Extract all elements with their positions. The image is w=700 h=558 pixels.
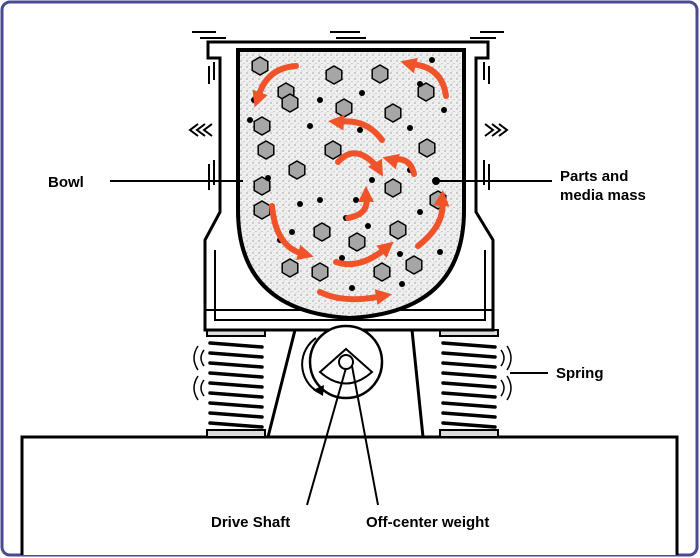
flow-arrowhead bbox=[252, 89, 268, 108]
part-hexagon bbox=[373, 262, 391, 282]
leader-lines bbox=[110, 177, 552, 506]
media-dot bbox=[437, 249, 443, 255]
flow-arrowhead bbox=[374, 289, 392, 305]
spring-label: Spring bbox=[556, 365, 604, 382]
media-dot bbox=[397, 251, 403, 257]
part-hexagon bbox=[313, 222, 331, 242]
left-spring bbox=[206, 329, 266, 438]
spring-vibration-marks bbox=[193, 345, 512, 401]
media-dot bbox=[417, 81, 423, 87]
flow-arrowhead bbox=[382, 153, 400, 170]
flow-arrowhead bbox=[328, 114, 345, 131]
media-dot bbox=[365, 223, 371, 229]
base-platform bbox=[20, 435, 679, 555]
flow-arrow bbox=[317, 289, 385, 303]
drive-shaft-leader bbox=[306, 367, 347, 506]
part-hexagon bbox=[281, 93, 299, 113]
part-hexagon bbox=[253, 116, 271, 136]
bowl-label: Bowl bbox=[48, 174, 84, 191]
drive-mechanism bbox=[301, 324, 384, 400]
flow-arrowhead bbox=[368, 158, 383, 177]
part-hexagon bbox=[348, 232, 366, 252]
drive-shaft-label: Drive Shaft bbox=[211, 514, 290, 531]
part-hexagon bbox=[405, 255, 423, 275]
flow-arrowhead bbox=[296, 244, 314, 261]
weight-leader bbox=[351, 365, 379, 506]
part-hexagon bbox=[384, 103, 402, 123]
media-dot bbox=[265, 175, 271, 181]
part-hexagon bbox=[251, 56, 269, 76]
part-hexagon bbox=[417, 82, 435, 102]
media-dot bbox=[417, 209, 423, 215]
media-dot bbox=[429, 57, 435, 63]
part-hexagon bbox=[384, 178, 402, 198]
media-dot bbox=[349, 285, 355, 291]
parts-label-line2: media mass bbox=[560, 187, 646, 204]
part-hexagon bbox=[371, 64, 389, 84]
media-dot bbox=[353, 197, 359, 203]
part-hexagon bbox=[281, 258, 299, 278]
flow-arrowhead bbox=[376, 241, 394, 258]
part-hexagon bbox=[311, 262, 329, 282]
part-hexagon bbox=[335, 98, 353, 118]
part-hexagon bbox=[389, 220, 407, 240]
media-dot bbox=[357, 127, 363, 133]
part-hexagon bbox=[253, 176, 271, 196]
part-hexagon bbox=[324, 140, 342, 160]
part-hexagon bbox=[325, 65, 343, 85]
flow-arrowhead bbox=[400, 57, 418, 74]
media-dot bbox=[317, 197, 323, 203]
flow-arrowhead bbox=[433, 190, 450, 207]
media-dot bbox=[369, 177, 375, 183]
part-hexagon bbox=[418, 138, 436, 158]
media-dot bbox=[441, 107, 447, 113]
flow-arrows bbox=[252, 57, 450, 305]
off-center-weight-label: Off-center weight bbox=[366, 514, 489, 531]
parts-label-line1: Parts and bbox=[560, 168, 628, 185]
media-dot bbox=[359, 90, 365, 96]
media-dot bbox=[317, 97, 323, 103]
media-dots bbox=[247, 57, 447, 291]
part-hexagon bbox=[253, 200, 271, 220]
part-hexagon bbox=[288, 160, 306, 180]
rotation-arrow bbox=[301, 337, 319, 393]
bowl-vibration-chevrons bbox=[188, 123, 509, 137]
media-dot bbox=[289, 229, 295, 235]
media-dot bbox=[339, 255, 345, 261]
media-dot bbox=[407, 125, 413, 131]
media-dot bbox=[247, 117, 253, 123]
media-dot bbox=[297, 201, 303, 207]
drive-shaft bbox=[338, 354, 354, 370]
part-hexagon bbox=[257, 140, 275, 160]
right-spring bbox=[439, 329, 499, 438]
flow-arrowhead bbox=[358, 186, 374, 202]
media-dot bbox=[307, 123, 313, 129]
media-dot bbox=[399, 281, 405, 287]
